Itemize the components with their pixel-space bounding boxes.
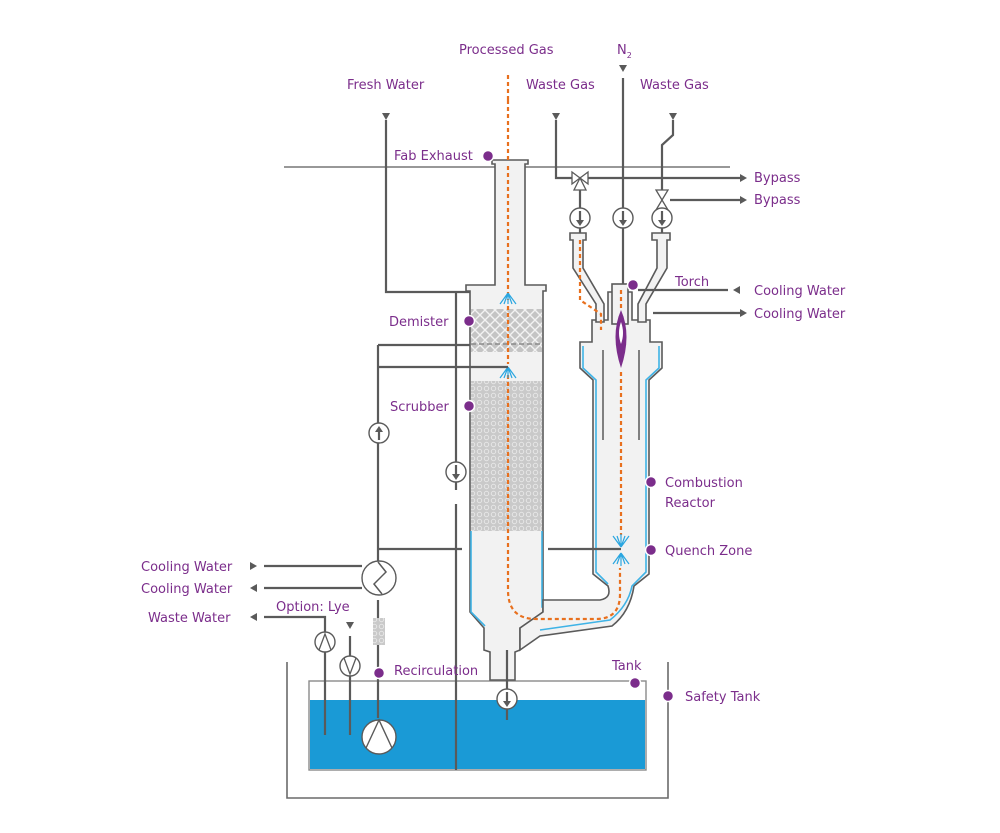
- label-fab-exhaust: Fab Exhaust: [394, 149, 473, 164]
- label-quench-zone: Quench Zone: [665, 544, 752, 559]
- label-waste-gas-1: Waste Gas: [526, 78, 595, 93]
- label-torch: Torch: [674, 275, 709, 290]
- waste-gas-inlet-right: [637, 232, 671, 323]
- scrubber-packing: [471, 381, 542, 531]
- flow-indicator-icon: [651, 207, 673, 229]
- spray-nozzle-icon: [499, 292, 517, 305]
- label-processed-gas: Processed Gas: [459, 43, 554, 58]
- recirculation-marker: [372, 666, 386, 680]
- scrubber-marker: [462, 399, 476, 413]
- flow-indicator-icon: [445, 461, 467, 483]
- label-recirculation: Recirculation: [394, 664, 478, 679]
- label-safety-tank: Safety Tank: [685, 690, 761, 705]
- pump-icon: [314, 631, 336, 653]
- label-n2: N2: [617, 43, 632, 60]
- torch-marker: [626, 278, 640, 292]
- label-scrubber: Scrubber: [390, 400, 449, 415]
- label-cooling-water-out-left: Cooling Water: [141, 582, 233, 597]
- tank-water: [310, 700, 645, 769]
- label-cooling-water-in-left: Cooling Water: [141, 560, 233, 575]
- recirculation-pump-icon: [361, 718, 397, 755]
- tank: [308, 680, 647, 771]
- tank-marker: [628, 676, 642, 690]
- heat-exchanger-icon: [361, 560, 397, 596]
- label-cooling-water-out-right: Cooling Water: [754, 307, 846, 322]
- waste-gas-inlet-left: [569, 232, 605, 323]
- label-bypass-1: Bypass: [754, 171, 801, 186]
- demister-pack: [471, 309, 542, 352]
- gas-flow-path: [506, 75, 623, 621]
- combustion-reactor-marker: [644, 475, 658, 489]
- flow-indicator-icon: [368, 422, 390, 444]
- label-fresh-water: Fresh Water: [347, 78, 425, 93]
- flow-indicator-icon: [612, 207, 634, 229]
- label-tank: Tank: [611, 659, 642, 674]
- label-combustion: Combustion: [665, 476, 743, 491]
- scrubber-column: [465, 159, 598, 681]
- spray-nozzle-icon: [612, 534, 630, 566]
- demister-marker: [462, 314, 476, 328]
- filter-icon: [373, 618, 385, 645]
- spray-nozzle-icon: [499, 366, 517, 379]
- safety-tank-marker: [661, 689, 675, 703]
- label-option-lye: Option: Lye: [276, 600, 350, 615]
- three-way-valve-icon: [571, 170, 589, 191]
- label-bypass-2: Bypass: [754, 193, 801, 208]
- label-reactor-2: Reactor: [665, 496, 716, 511]
- label-waste-gas-2: Waste Gas: [640, 78, 709, 93]
- label-demister: Demister: [389, 315, 449, 330]
- flow-indicator-icon: [569, 207, 591, 229]
- fab-exhaust-marker: [481, 149, 495, 163]
- piping: [250, 65, 747, 770]
- flow-indicator-icon: [496, 688, 518, 710]
- dosing-pump-icon: [339, 655, 361, 677]
- safety-tank: [286, 662, 669, 799]
- label-cooling-water-in-right: Cooling Water: [754, 284, 846, 299]
- label-waste-water: Waste Water: [148, 611, 231, 626]
- quench-zone-marker: [644, 543, 658, 557]
- valve-icon: [654, 189, 670, 211]
